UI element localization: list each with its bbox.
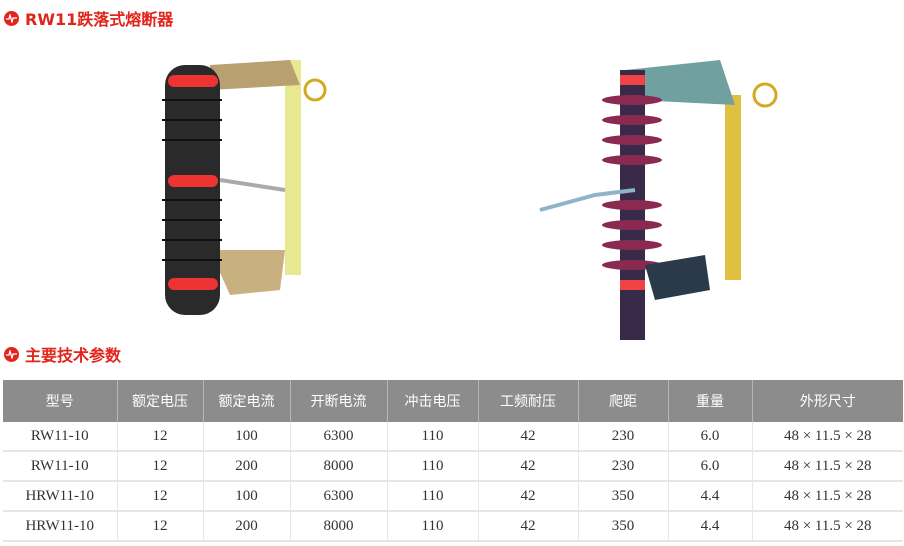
table-cell: 110 [387,481,479,512]
table-cell: 12 [117,511,204,542]
waveform-icon [4,10,19,26]
table-cell: 230 [578,451,669,482]
section-title-params: 主要技术参数 [4,342,121,366]
table-cell: 48 × 11.5 × 28 [752,422,903,452]
section-title-product: RW11跌落式熔断器 [4,6,173,30]
table-cell: 350 [578,481,669,512]
waveform-icon [4,346,19,362]
section-title-text: RW11跌落式熔断器 [25,10,174,29]
table-cell: 6.0 [668,422,753,452]
col-header: 开断电流 [290,380,388,422]
col-header: 重量 [668,380,753,422]
table-cell: 100 [203,481,291,512]
table-cell: RW11-10 [3,422,118,452]
table-cell: 12 [117,422,204,452]
table-header-row: 型号 额定电压 额定电流 开断电流 冲击电压 工频耐压 爬距 重量 外形尺寸 [3,380,903,422]
table-cell: 200 [203,511,291,542]
table-cell: RW11-10 [3,451,118,482]
table-cell: 230 [578,422,669,452]
table-cell: 8000 [290,511,388,542]
table-cell: 200 [203,451,291,482]
table-cell: 6300 [290,422,388,452]
product-photo-black-fuse [162,60,327,315]
table-cell: 48 × 11.5 × 28 [752,451,903,482]
col-header: 额定电流 [203,380,291,422]
table-cell: 42 [478,451,579,482]
table-cell: 12 [117,481,204,512]
table-cell: 4.4 [668,511,753,542]
table-cell: 6300 [290,481,388,512]
col-header: 外形尺寸 [752,380,903,422]
product-photo-red-fuse [539,60,778,340]
table-cell: 42 [478,481,579,512]
section-title-text: 主要技术参数 [25,346,122,365]
col-header: 工频耐压 [478,380,579,422]
table-cell: HRW11-10 [3,511,118,542]
table-cell: 42 [478,422,579,452]
table-cell: 12 [117,451,204,482]
table-cell: 42 [478,511,579,542]
table-cell: 4.4 [668,481,753,512]
table-cell: 8000 [290,451,388,482]
table-cell: 110 [387,422,479,452]
table-cell: 48 × 11.5 × 28 [752,481,903,512]
table-cell: 110 [387,451,479,482]
col-header: 爬距 [578,380,669,422]
table-cell: 48 × 11.5 × 28 [752,511,903,542]
spec-table: 型号 额定电压 额定电流 开断电流 冲击电压 工频耐压 爬距 重量 外形尺寸 R… [3,380,903,542]
table-cell: 110 [387,511,479,542]
table-cell: HRW11-10 [3,481,118,512]
col-header: 型号 [3,380,118,422]
col-header: 额定电压 [117,380,204,422]
table-cell: 350 [578,511,669,542]
table-cell: 100 [203,422,291,452]
col-header: 冲击电压 [387,380,479,422]
table-cell: 6.0 [668,451,753,482]
